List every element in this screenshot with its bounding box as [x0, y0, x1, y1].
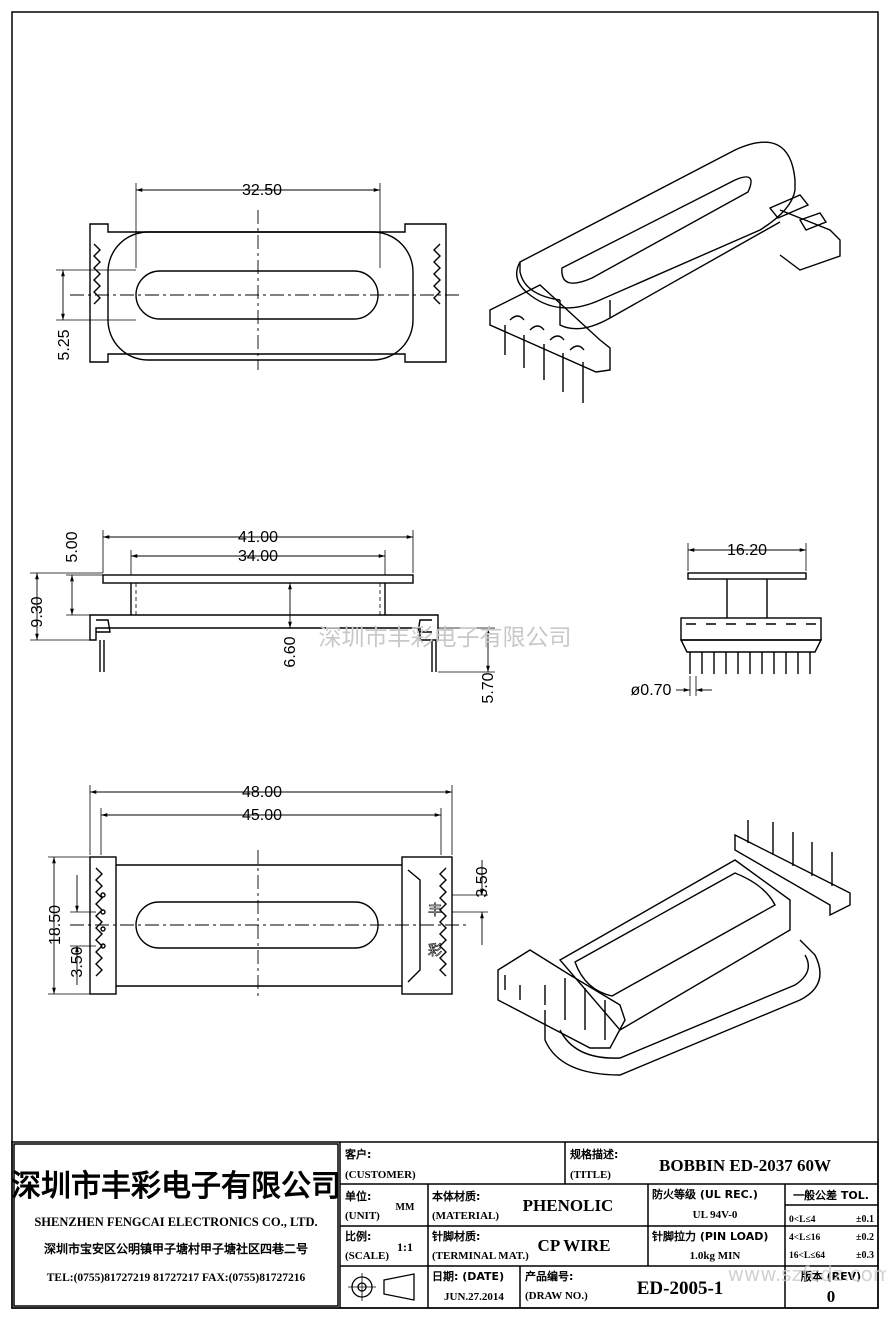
drawno-label-cn: 产品编号:: [525, 1269, 573, 1283]
iso-view-top: [489, 141, 841, 403]
projection-symbol: [348, 1273, 415, 1301]
scale-label-en: (SCALE): [345, 1250, 389, 1262]
drawno-label-en: (DRAW NO.): [525, 1290, 588, 1302]
dim-bottom-pitch-right: 3.50: [474, 866, 491, 897]
watermark-center: 深圳市丰彩电子有限公司: [319, 625, 572, 651]
date-label: 日期: (DATE): [432, 1269, 504, 1283]
material-label-en: (MATERIAL): [432, 1210, 499, 1222]
tolerance-value: ±0.2: [856, 1232, 874, 1243]
dim-side-pin: 5.70: [480, 672, 497, 703]
company-contact: TEL:(0755)81727219 81727217 FAX:(0755)81…: [47, 1272, 306, 1284]
dim-bottom-inner: 45.00: [242, 807, 282, 824]
scale-label-cn: 比例:: [345, 1229, 371, 1243]
terminal-label-en: (TERMINAL MAT.): [432, 1250, 529, 1262]
dim-end-width: 16.20: [727, 542, 767, 559]
tolerance-range: 4<L≤16: [789, 1233, 820, 1243]
side-view: [30, 530, 495, 673]
unit-value: MM: [396, 1202, 415, 1213]
dim-side-total: 9.30: [29, 596, 46, 627]
dim-bottom-pitch-left: 3.50: [69, 946, 86, 977]
pinload-label: 针脚拉力 (PIN LOAD): [652, 1229, 768, 1243]
company-name-en: SHENZHEN FENGCAI ELECTRONICS CO., LTD.: [34, 1215, 317, 1229]
rev-label: 版本 (REV): [801, 1269, 861, 1283]
watermark-url: www.szfcdz.com: [728, 1262, 886, 1286]
end-view: [676, 543, 823, 696]
tolerance-range: 16<L≤64: [789, 1251, 825, 1261]
svg-text:丰: 丰: [428, 902, 442, 918]
customer-label-en: (CUSTOMER): [345, 1169, 416, 1181]
company-name-cn: 深圳市丰彩电子有限公司: [11, 1169, 341, 1204]
material-label-cn: 本体材质:: [432, 1189, 480, 1203]
tolerance-header: 一般公差 TOL.: [793, 1188, 869, 1202]
dim-side-flange: 5.00: [64, 531, 81, 562]
company-address: 深圳市宝安区公明镇甲子塘村甲子塘社区四巷二号: [44, 1241, 308, 1256]
rev-value: 0: [827, 1287, 836, 1306]
flame-value: UL 94V-0: [693, 1209, 738, 1221]
tolerance-value: ±0.1: [856, 1214, 874, 1225]
dim-side-body: 6.60: [282, 636, 299, 667]
dim-side-overall: 41.00: [238, 529, 278, 546]
material-value: PHENOLIC: [523, 1196, 614, 1215]
title-value: BOBBIN ED-2037 60W: [659, 1156, 831, 1175]
dim-bottom-overall: 48.00: [242, 784, 282, 801]
date-value: JUN.27.2014: [444, 1291, 504, 1303]
svg-text:彩: 彩: [428, 942, 442, 958]
bottom-view: 丰 彩: [48, 785, 488, 1000]
terminal-label-cn: 针脚材质:: [432, 1229, 480, 1243]
unit-label-cn: 单位:: [345, 1189, 371, 1203]
dim-side-inner: 34.00: [238, 548, 278, 565]
customer-label-cn: 客户:: [344, 1147, 371, 1161]
title-block-grid: [11, 1141, 879, 1309]
sheet-border: [11, 11, 879, 1309]
unit-label-en: (UNIT): [345, 1210, 380, 1222]
dim-end-pin: ø0.70: [631, 682, 672, 699]
flame-label: 防火等级 (UL REC.): [652, 1187, 758, 1201]
dim-top-height: 5.25: [56, 329, 73, 360]
top-view: [56, 183, 460, 370]
iso-view-bottom: [497, 820, 851, 1076]
dim-bottom-width: 18.50: [47, 905, 64, 945]
dim-top-width: 32.50: [242, 182, 282, 199]
title-label-cn: 规格描述:: [570, 1147, 618, 1161]
title-label-en: (TITLE): [570, 1169, 611, 1181]
drawno-value: ED-2005-1: [637, 1278, 724, 1299]
tolerance-value: ±0.3: [856, 1250, 874, 1261]
pinload-value: 1.0kg MIN: [690, 1250, 741, 1262]
terminal-value: CP WIRE: [538, 1236, 611, 1255]
tolerance-range: 0<L≤4: [789, 1215, 816, 1225]
scale-value: 1:1: [397, 1240, 413, 1254]
tolerance-rows: 0<L≤4 ±0.1 4<L≤16 ±0.2 16<L≤64 ±0.3: [789, 1214, 874, 1261]
